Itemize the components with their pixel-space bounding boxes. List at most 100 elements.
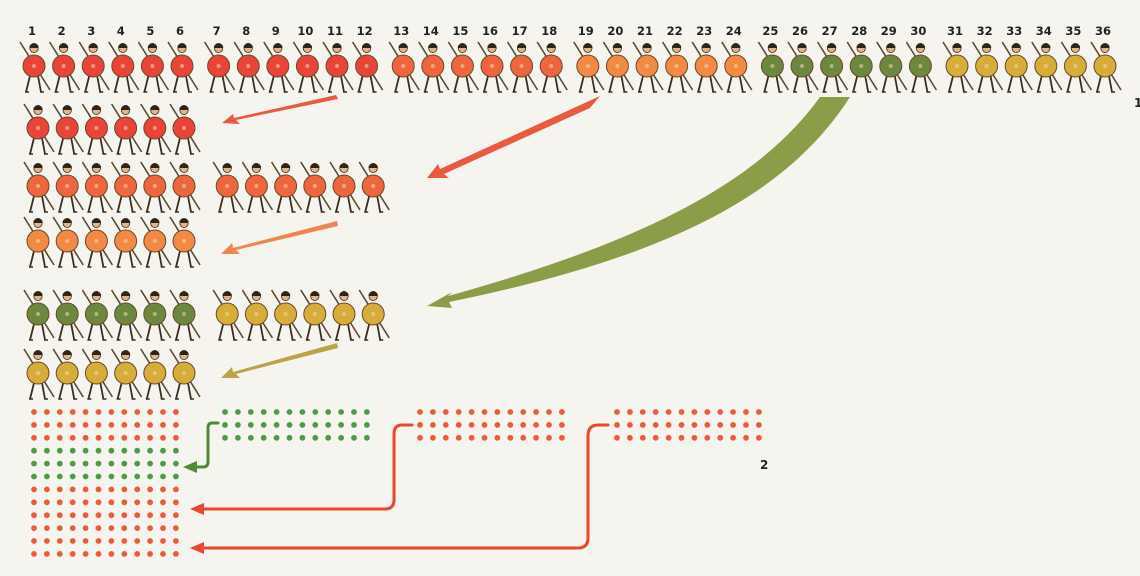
number-label: 12 — [357, 24, 373, 38]
row-soldier — [81, 348, 114, 400]
phalanx-dot — [147, 447, 154, 454]
phalanx-dot — [69, 473, 76, 480]
phalanx-dot — [442, 409, 449, 415]
row-soldier — [139, 216, 172, 268]
row-soldier — [110, 161, 143, 213]
phalanx-dot — [147, 538, 154, 544]
phalanx-dot — [56, 473, 63, 480]
number-label: 6 — [176, 24, 184, 38]
phalanx-dot — [44, 551, 50, 557]
phalanx-dot — [442, 434, 449, 441]
phalanx-dot — [44, 447, 50, 454]
phalanx-dot — [286, 409, 293, 415]
phalanx-dot — [678, 434, 685, 441]
phalanx-dot — [82, 447, 89, 454]
phalanx-dot — [627, 422, 633, 428]
arrow-row2 — [427, 96, 600, 178]
phalanx-dot — [364, 409, 370, 415]
phalanx-dot — [665, 422, 672, 428]
phalanx-dot — [430, 434, 436, 441]
top-soldier-9 — [262, 41, 295, 93]
phalanx-dot — [69, 525, 76, 531]
top-soldier-31 — [942, 41, 974, 93]
phalanx-dot — [325, 409, 332, 415]
top-soldier-15 — [447, 41, 480, 93]
phalanx-dot — [468, 434, 475, 441]
phalanx-dot — [95, 447, 102, 454]
phalanx-dot — [351, 409, 357, 415]
arrow-row1 — [222, 95, 338, 124]
phalanx-dot — [121, 525, 128, 531]
phalanx-dot — [481, 409, 488, 415]
number-label: 36 — [1095, 24, 1111, 38]
row-soldier — [169, 161, 201, 213]
phalanx-dot — [108, 409, 115, 415]
phalanx-dot — [312, 422, 319, 428]
phalanx-dot — [147, 473, 154, 480]
row-soldier — [81, 103, 114, 155]
phalanx-dot — [95, 460, 102, 467]
top-soldier-8 — [233, 41, 266, 93]
number-label: 22 — [667, 24, 683, 38]
phalanx-dot — [121, 422, 128, 428]
number-label: 3 — [87, 24, 95, 38]
phalanx-dot — [44, 499, 50, 506]
phalanx-dot — [95, 422, 102, 428]
phalanx-dot — [121, 499, 128, 506]
phalanx-dot — [756, 422, 762, 428]
row-soldier — [52, 348, 85, 400]
phalanx-dot — [756, 434, 762, 441]
phalanx-dot — [312, 434, 319, 441]
phalanx-dot — [299, 422, 306, 428]
phalanx-dot — [56, 525, 63, 531]
phalanx-dot — [95, 538, 102, 544]
row-soldier — [23, 161, 55, 213]
phalanx-dot — [559, 409, 565, 415]
phalanx-dot — [299, 409, 306, 415]
phalanx-dot — [173, 422, 179, 428]
phalanx-dot — [173, 551, 179, 557]
row-soldier — [110, 216, 143, 268]
phalanx-dot — [108, 473, 115, 480]
phalanx-dot — [56, 512, 63, 519]
top-soldier-20 — [602, 41, 635, 93]
phalanx-dot — [147, 551, 154, 557]
phalanx-dot — [147, 434, 154, 441]
row-soldier — [358, 289, 391, 341]
top-soldier-22 — [661, 41, 694, 93]
arrow-row4 — [427, 97, 850, 308]
phalanx-dot — [442, 422, 449, 428]
phalanx-dot — [173, 525, 179, 531]
phalanx-dot — [430, 422, 436, 428]
phalanx-dot — [56, 460, 63, 467]
number-label: 24 — [726, 24, 742, 38]
top-soldier-4 — [107, 41, 140, 93]
top-soldier-25 — [757, 41, 790, 93]
top-soldier-16 — [477, 41, 509, 93]
phalanx-dot — [31, 499, 37, 506]
diagram-number-label: 2 — [760, 458, 768, 472]
phalanx-dot — [494, 434, 501, 441]
phalanx-dot — [730, 434, 736, 441]
row-soldier — [139, 103, 172, 155]
row-soldier — [212, 161, 245, 213]
phalanx-dot — [455, 409, 462, 415]
phalanx-dot — [286, 434, 293, 441]
number-label: 9 — [272, 24, 280, 38]
phalanx-dot — [160, 538, 166, 544]
phalanx-dot — [520, 422, 527, 428]
phalanx-dot — [235, 434, 241, 441]
phalanx-dot — [44, 512, 50, 519]
row-soldier — [23, 348, 55, 400]
number-label: 7 — [213, 24, 221, 38]
top-soldier-29 — [875, 41, 908, 93]
number-label: 35 — [1065, 24, 1081, 38]
phalanx-dot — [44, 434, 50, 441]
top-soldier-6 — [167, 41, 199, 93]
phalanx-dot — [614, 422, 620, 428]
top-soldier-14 — [417, 41, 450, 93]
top-soldier-2 — [48, 41, 81, 93]
phalanx-dot — [173, 447, 179, 454]
phalanx-dot — [338, 409, 344, 415]
phalanx-dot — [639, 409, 646, 415]
